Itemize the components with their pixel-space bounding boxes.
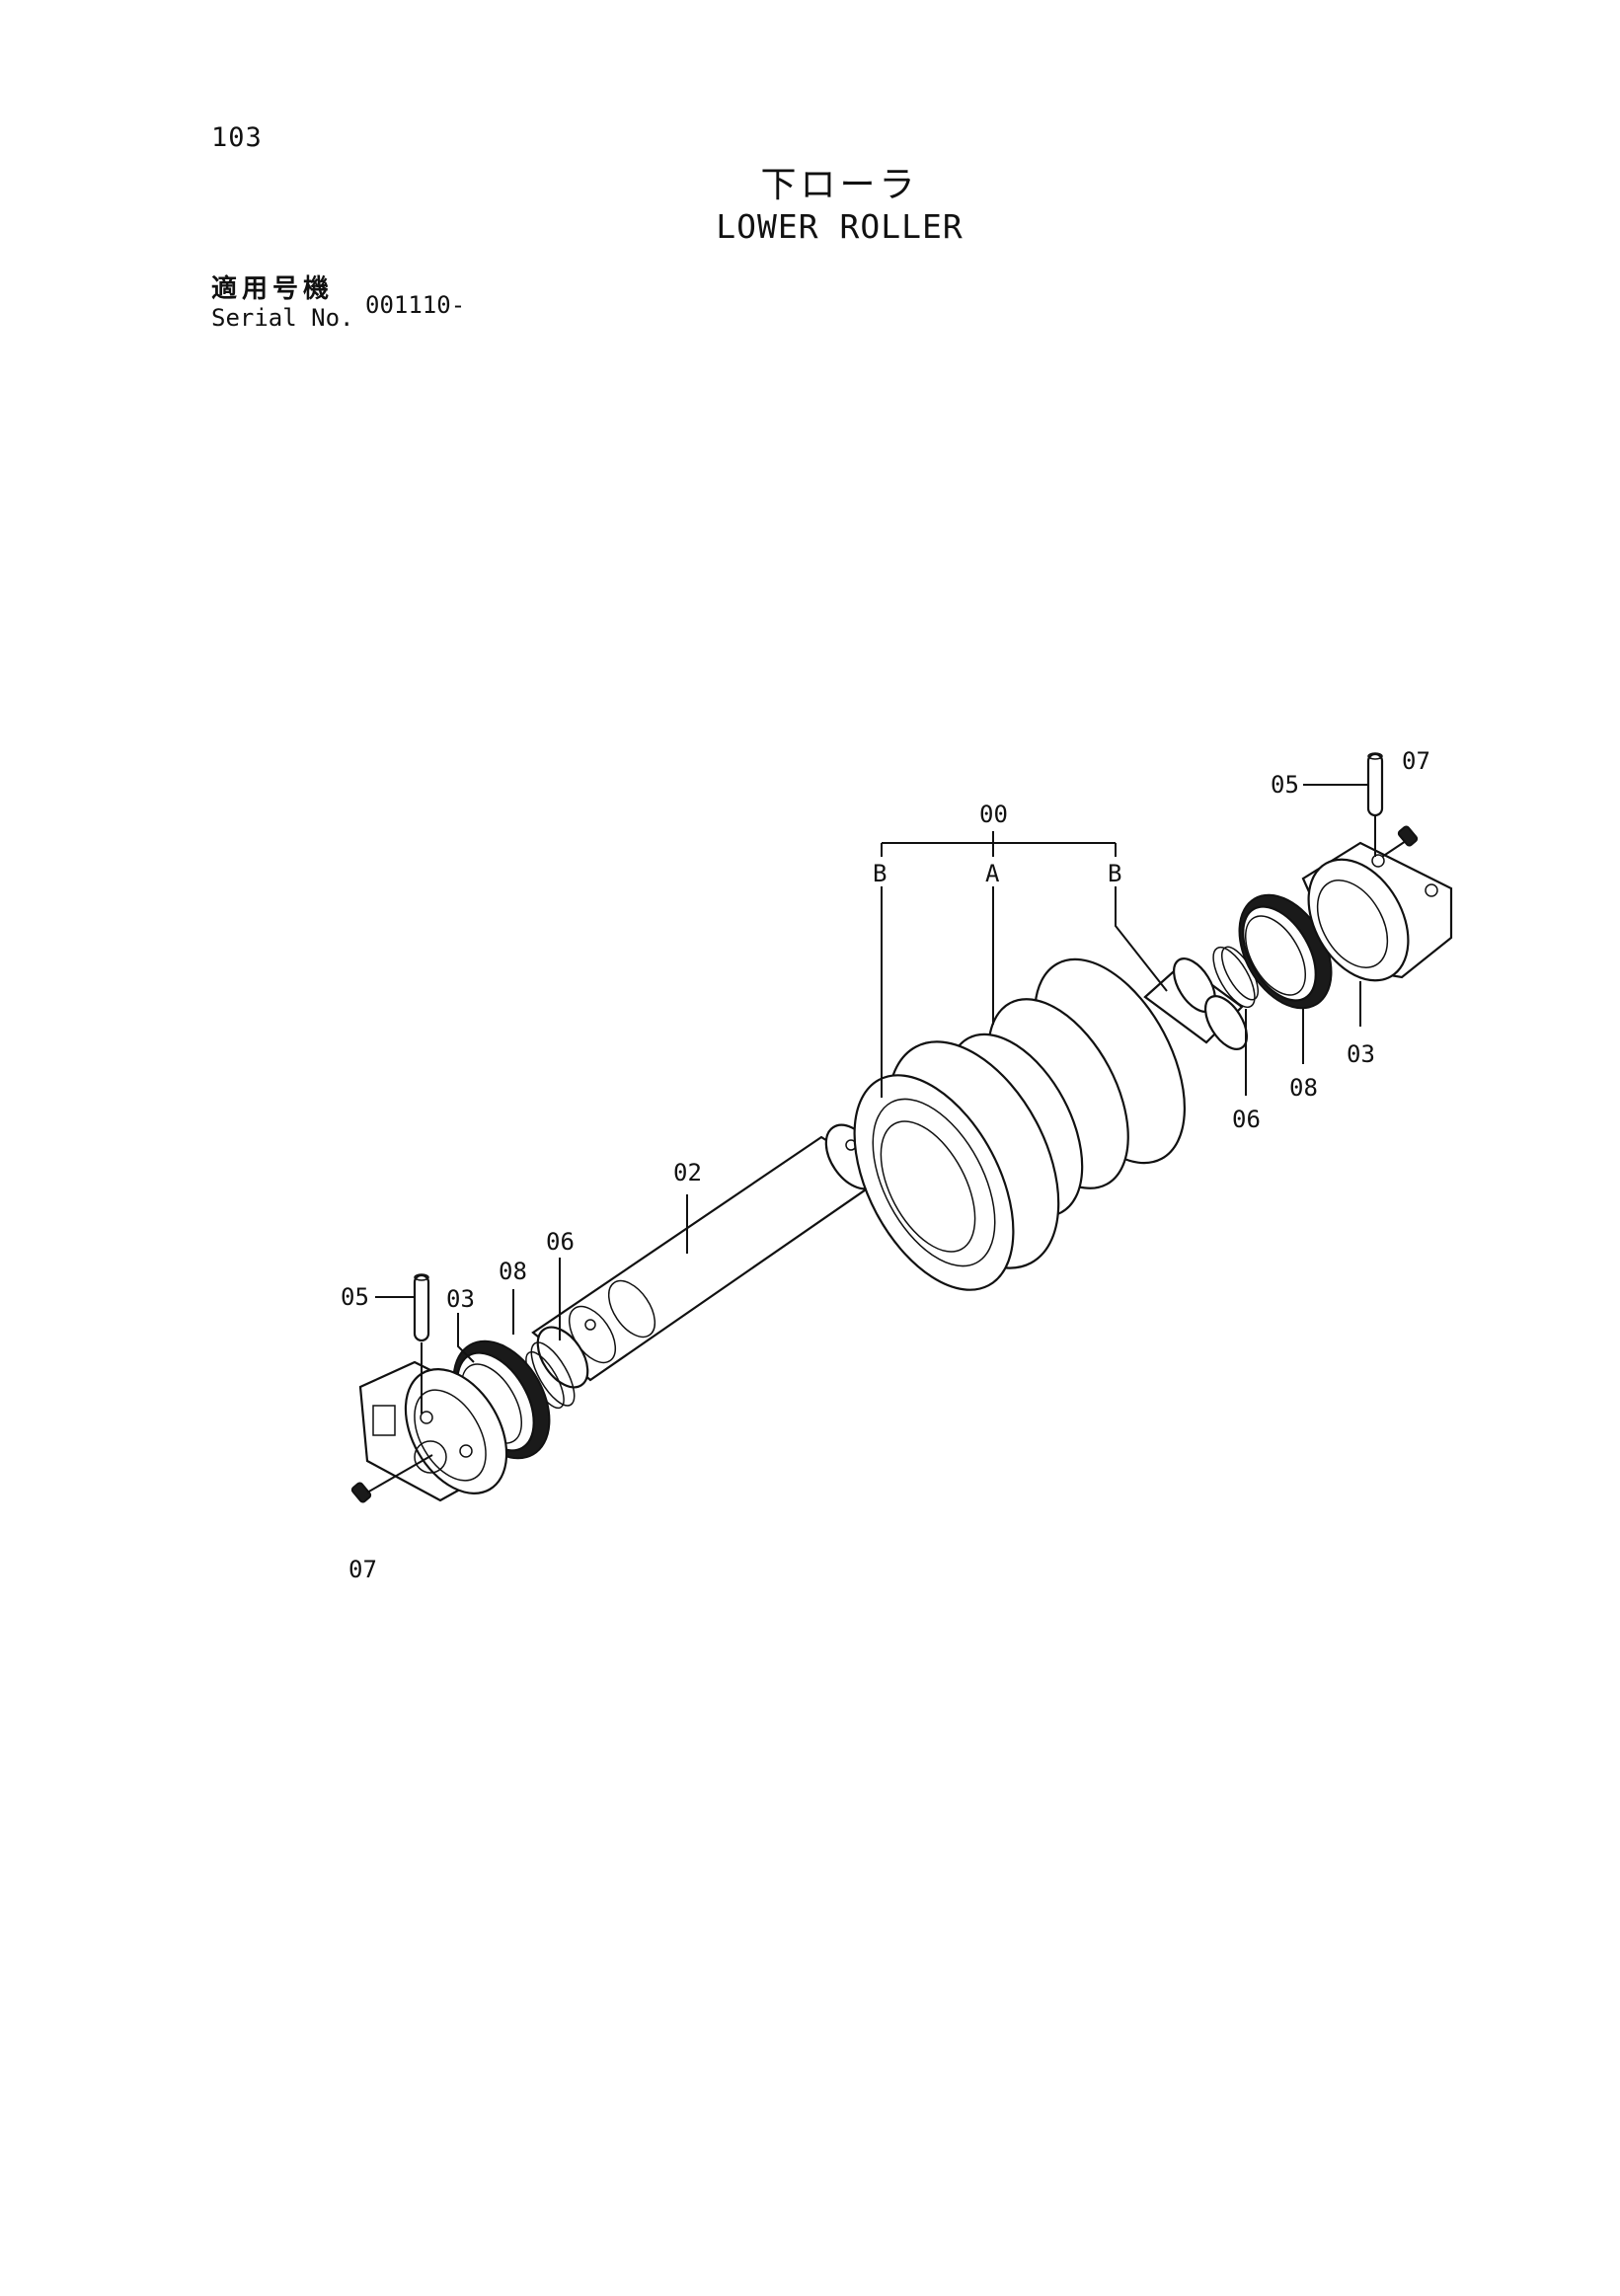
title-japanese: 下ローラ [760, 165, 919, 205]
seal-right-part [1238, 893, 1333, 1010]
callout-plug-left: 07 [348, 1556, 377, 1583]
callout-roller-b-left: B [873, 860, 887, 887]
plug-left-part [350, 1482, 372, 1503]
pin-left-part [413, 1273, 430, 1342]
plug-right-part [1397, 825, 1419, 847]
roller-body-part [853, 957, 1187, 1291]
pin-right-part [1366, 752, 1384, 817]
callout-shaft: 02 [673, 1159, 702, 1186]
callout-collar-right: 03 [1347, 1040, 1375, 1068]
callout-ring-left: 06 [546, 1228, 575, 1256]
callout-pin-right: 05 [1271, 771, 1299, 799]
page-number: 103 [211, 122, 263, 153]
serial-label-japanese: 適用号機 [211, 274, 335, 304]
callout-roller-b-right: B [1108, 860, 1121, 887]
callout-pin-left: 05 [341, 1283, 369, 1311]
callout-assembly: 00 [979, 801, 1008, 828]
callout-collar-left: 03 [446, 1285, 475, 1313]
callout-plug-right: 07 [1402, 747, 1430, 775]
collar-right-part [1301, 841, 1453, 982]
leader-lines [366, 784, 1407, 1493]
collar-left-part [358, 1360, 508, 1502]
serial-number-value: 001110- [365, 291, 466, 319]
callout-ring-right: 06 [1232, 1106, 1261, 1133]
serial-label-english: Serial No. [211, 304, 354, 332]
callout-seal-right: 08 [1289, 1074, 1318, 1102]
callout-seal-left: 08 [499, 1258, 527, 1285]
title-english: LOWER ROLLER [716, 207, 964, 246]
shaft-right-end [1143, 957, 1249, 1050]
callout-roller-a: A [985, 860, 1000, 887]
